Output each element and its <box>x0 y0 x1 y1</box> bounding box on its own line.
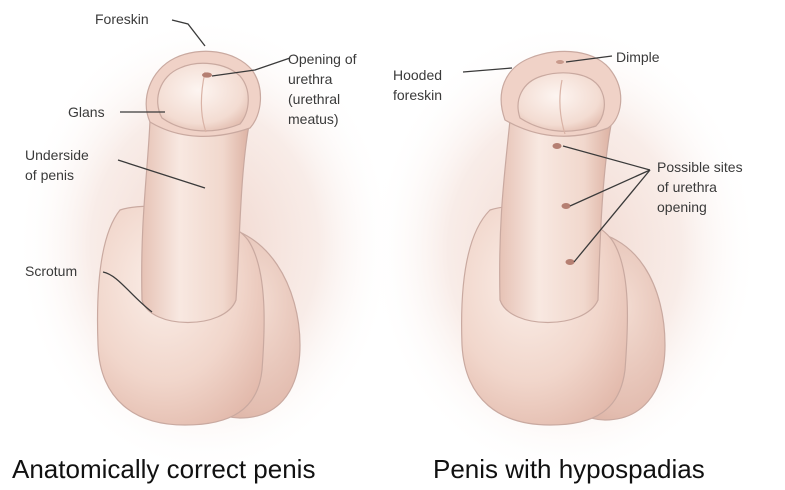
possible-urethra-site-lower <box>566 259 575 265</box>
possible-urethra-site-upper <box>553 143 562 149</box>
dimple <box>556 60 564 64</box>
penis-shaft <box>142 120 250 323</box>
label-possible-sites-line3: opening <box>657 199 707 215</box>
label-hooded-foreskin-line1: Hooded <box>393 67 442 83</box>
caption-hypospadias: Penis with hypospadias <box>433 454 705 484</box>
label-dimple: Dimple <box>616 49 660 65</box>
label-hooded-foreskin-line2: foreskin <box>393 87 442 103</box>
label-opening-of-urethra-line3: (urethral <box>288 91 340 107</box>
label-possible-sites-line2: of urethra <box>657 179 717 195</box>
urethral-meatus <box>202 72 212 77</box>
label-opening-of-urethra-line1: Opening of <box>288 51 357 67</box>
caption-normal: Anatomically correct penis <box>12 454 315 484</box>
label-opening-of-urethra-line4: meatus) <box>288 111 339 127</box>
label-underside-line2: of penis <box>25 167 74 183</box>
normal-penis-illustration <box>15 15 395 475</box>
label-glans: Glans <box>68 104 105 120</box>
label-possible-sites-line1: Possible sites <box>657 159 743 175</box>
label-scrotum: Scrotum <box>25 263 77 279</box>
penis-shaft <box>500 120 612 323</box>
possible-urethra-site-middle <box>562 203 571 209</box>
label-opening-of-urethra-line2: urethra <box>288 71 333 87</box>
label-underside-line1: Underside <box>25 147 89 163</box>
label-foreskin: Foreskin <box>95 11 149 27</box>
